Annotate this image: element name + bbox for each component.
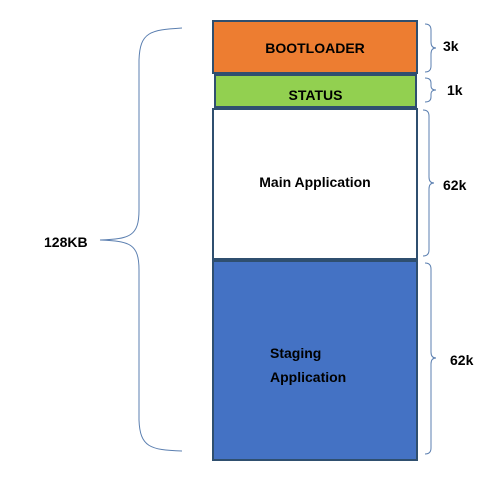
- total-size-label: 128KB: [44, 234, 88, 250]
- bootloader-label: BOOTLOADER: [265, 40, 365, 56]
- status-block: STATUS: [214, 74, 417, 108]
- main-application-size-brace: [422, 109, 435, 257]
- status-label: STATUS: [288, 87, 343, 103]
- staging-application-block: Staging Application: [212, 260, 418, 461]
- total-size-brace: [99, 27, 183, 452]
- bootloader-size-label: 3k: [443, 38, 459, 54]
- main-application-block: Main Application: [212, 108, 418, 260]
- main-application-size-label: 62k: [443, 177, 467, 193]
- status-size-brace: [424, 77, 437, 103]
- staging-application-size-brace: [424, 262, 437, 455]
- bootloader-size-brace: [424, 23, 437, 73]
- bootloader-block: BOOTLOADER: [212, 20, 418, 74]
- status-size-label: 1k: [447, 82, 463, 98]
- staging-application-size-label: 62k: [450, 352, 474, 368]
- staging-application-label: Staging Application: [270, 345, 347, 385]
- main-application-label: Main Application: [259, 174, 371, 190]
